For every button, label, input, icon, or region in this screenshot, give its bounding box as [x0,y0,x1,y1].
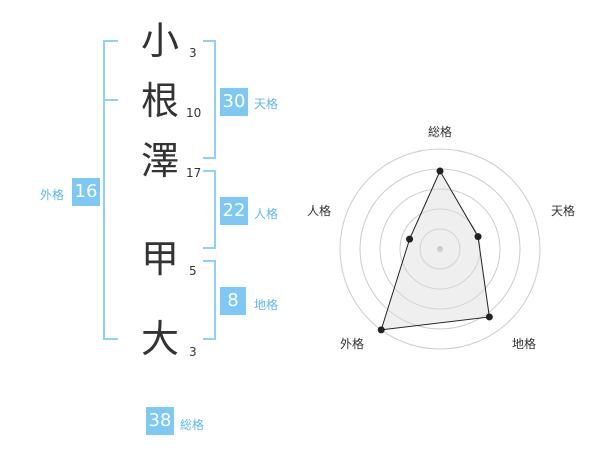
soukaku-value-badge: 38 [146,407,174,435]
gaikaku-label: 外格 [40,188,65,202]
radar-point-4 [406,235,414,243]
radar-ring-5 [339,148,541,350]
stroke-count-4: 5 [189,264,197,278]
radar-axis-label-soukaku: 総格 [428,125,453,139]
radar-point-3 [377,326,385,334]
radar-point-0 [436,167,444,175]
radar-point-2 [485,313,493,321]
radar-point-1 [474,233,482,241]
jinkaku-label: 人格 [254,207,279,221]
jinkaku-value-badge: 22 [220,197,248,225]
chikaku-value-badge: 8 [220,287,246,315]
stroke-count-2: 10 [186,106,202,120]
radar-axis-label-gaikaku: 外格 [340,337,365,351]
name-char-4: 甲 [140,237,179,281]
stroke-count-3: 17 [186,166,202,180]
tenkaku-label: 天格 [254,97,279,111]
radar-axis-label-jinkaku: 人格 [307,204,332,218]
radar-axis-label-tenkaku: 天格 [551,204,576,218]
name-char-3: 澤 [140,139,179,183]
stroke-count-1: 3 [189,46,197,60]
gaikaku-value-badge: 16 [72,178,100,206]
radar-ring-3 [379,188,501,310]
chikaku-label: 地格 [254,298,279,312]
name-char-5: 大 [140,317,179,361]
stroke-count-5: 3 [189,345,197,359]
name-char-2: 根 [140,79,179,123]
radar-axis-label-chikaku: 地格 [512,337,537,351]
tenkaku-value-badge: 30 [220,88,248,116]
radar-ring-1 [419,228,461,270]
soukaku-label: 総格 [180,418,205,432]
radar-data-polygon [380,169,490,331]
name-char-1: 小 [140,19,179,63]
radar-center-dot [437,246,443,252]
radar-data-points [377,167,493,334]
